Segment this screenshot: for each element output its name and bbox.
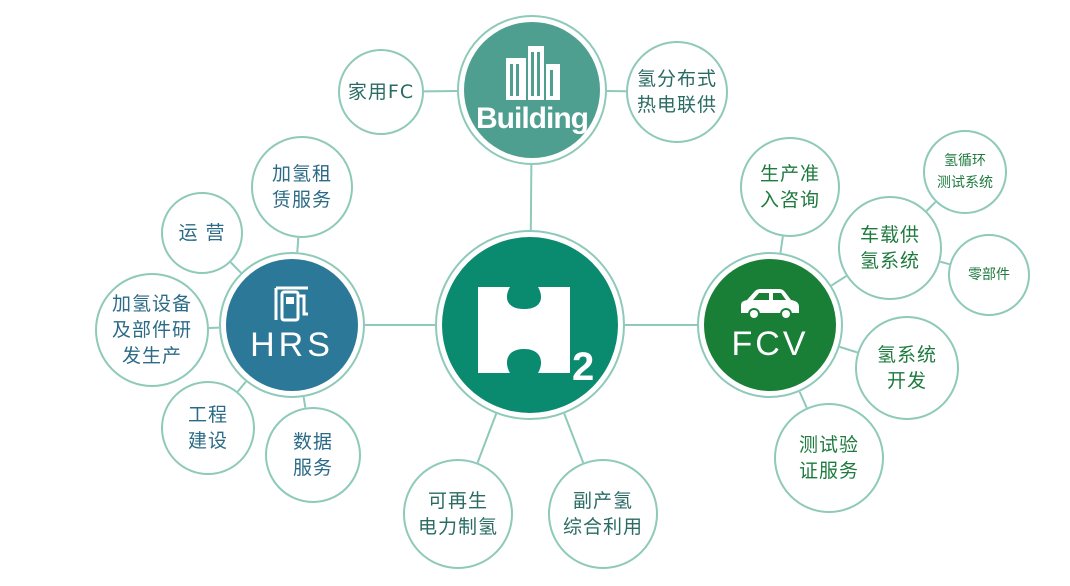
car-icon — [741, 288, 799, 320]
building-hub: Building — [457, 15, 607, 165]
node-parts: 零部件 — [948, 234, 1030, 316]
node-label: 测试验 证服务 — [798, 434, 859, 482]
connector-line — [302, 396, 307, 408]
fcv-label: FCV — [731, 324, 809, 363]
connector-line — [839, 345, 858, 354]
puzzle-piece-h-icon — [478, 287, 570, 373]
connector-line — [476, 413, 498, 463]
node-h2-circulation-test: 氢循环 测试系统 — [923, 130, 1007, 214]
connector-line — [939, 260, 950, 266]
fcv-hub-fill: FCV — [704, 259, 836, 391]
connector-line — [236, 380, 247, 393]
node-label: 可再生 电力制氢 — [417, 490, 498, 538]
node-equipment-rd: 加氢设备 及部件研 发生产 — [95, 273, 209, 387]
fuel-pump-icon — [274, 286, 308, 321]
building-label: Building — [476, 102, 589, 135]
node-label: 氢循环 测试系统 — [937, 153, 993, 191]
node-data-service: 数据 服务 — [265, 407, 361, 503]
node-renewable-h2: 可再生 电力制氢 — [403, 459, 513, 569]
node-label: 车载供 氢系统 — [859, 224, 920, 272]
node-label: 加氢租 赁服务 — [271, 163, 332, 211]
node-engineering: 工程 建设 — [161, 381, 255, 475]
connector-line — [563, 413, 585, 464]
fcv-hub: FCV — [697, 252, 843, 398]
node-label: 加氢设备 及部件研 发生产 — [111, 293, 192, 367]
h2-hub: 2 — [435, 230, 625, 420]
node-label: 家用FC — [347, 81, 415, 103]
node-byproduct-h2: 副产氢 综合利用 — [548, 459, 658, 569]
node-test-verify: 测试验 证服务 — [774, 403, 884, 513]
node-label: 副产氢 综合利用 — [562, 490, 643, 538]
node-household-fc: 家用FC — [338, 49, 424, 135]
node-production-consult: 生产准 入咨询 — [740, 137, 840, 237]
connector-line — [779, 236, 784, 253]
hrs-hub: HRS — [219, 252, 365, 398]
connector-line — [798, 391, 808, 409]
h2-subscript: 2 — [572, 345, 595, 389]
connector-line — [529, 164, 533, 231]
node-label: 生产准 入咨询 — [759, 163, 820, 211]
office-buildings-icon — [506, 46, 560, 100]
node-label: 工程 建设 — [187, 404, 228, 452]
hrs-hub-fill: HRS — [226, 259, 358, 391]
connector-line — [296, 237, 300, 253]
node-h2-rental: 加氢租 赁服务 — [251, 136, 353, 238]
connector-line — [830, 275, 847, 287]
node-h2-system-dev: 氢系统 开发 — [855, 316, 959, 420]
h2-hub-fill: 2 — [442, 237, 618, 413]
building-hub-fill: Building — [464, 22, 600, 158]
node-distributed-chp: 氢分布式 热电联供 — [626, 41, 728, 143]
node-label: 运 营 — [178, 222, 226, 244]
node-label: 氢系统 开发 — [876, 344, 937, 392]
hrs-label: HRS — [250, 325, 334, 364]
connector-line — [229, 261, 242, 274]
node-label: 氢分布式 热电联供 — [636, 68, 717, 116]
node-label: 数据 服务 — [292, 431, 333, 479]
connector-line — [925, 201, 937, 212]
node-operation: 运 营 — [161, 192, 243, 274]
node-label: 零部件 — [968, 267, 1010, 283]
node-onboard-supply: 车载供 氢系统 — [838, 196, 942, 300]
